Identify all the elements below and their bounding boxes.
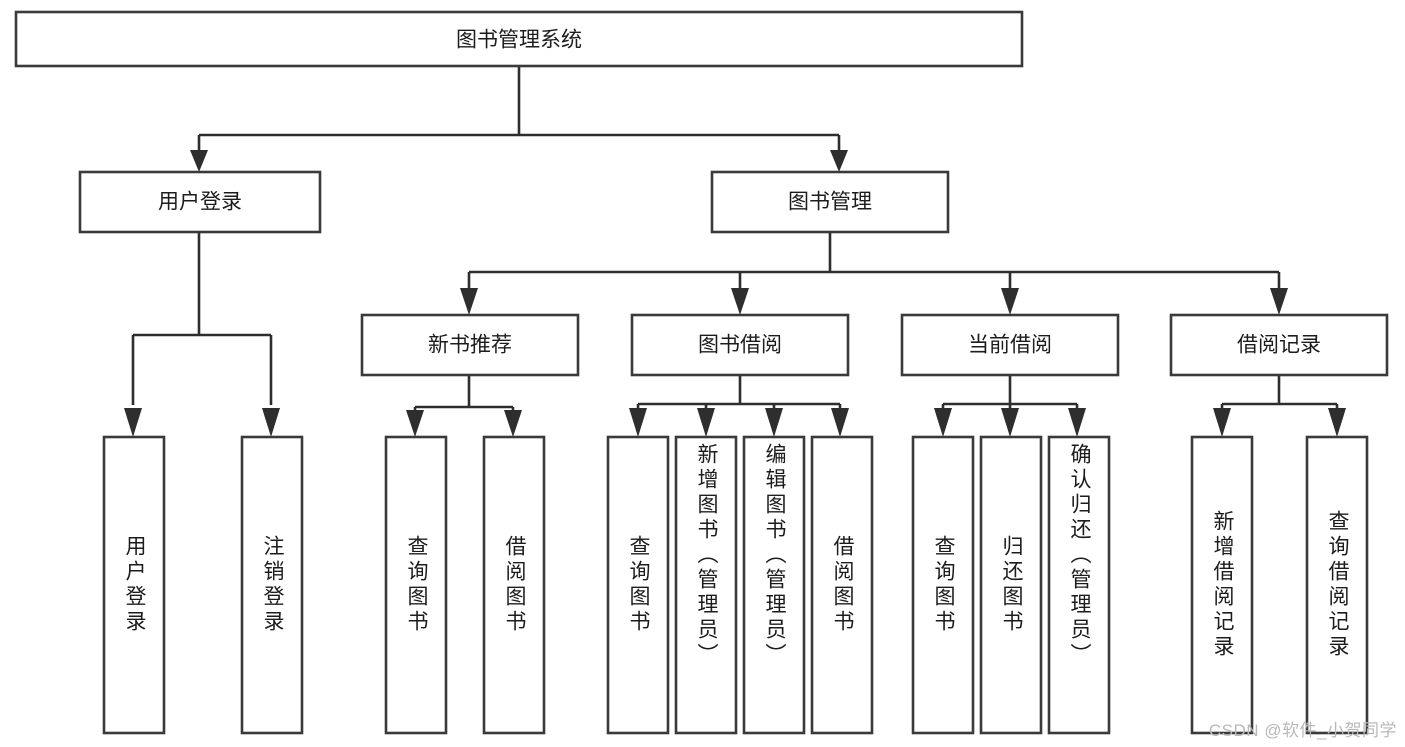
leaf-label-wrap-borrow-book-2: 借阅图书 (812, 437, 872, 733)
leaf-label-wrap-add-borrow-record: 新增借阅记录 (1192, 437, 1252, 733)
leaf-box-edit-book-admin[interactable] (742, 435, 806, 735)
arrow-to-leaf-query-book-1 (406, 410, 424, 437)
leaf-label-query-book-2: 查询图书 (627, 535, 650, 635)
leaf-box-user-login[interactable] (102, 435, 166, 735)
leaf-label-confirm-return-admin: 确认归还（管理员） (1068, 443, 1091, 668)
connector-root-bus (197, 66, 841, 160)
connector-userlogin-bus (131, 232, 273, 405)
csdn-watermark: CSDN @软件_小贺同学 (1208, 721, 1397, 740)
leaf-box-query-book-2[interactable] (606, 435, 670, 735)
arrow-to-leaf-edit-book (765, 408, 783, 437)
leaf-label-wrap-query-book-1: 查询图书 (386, 437, 446, 733)
book-management-label: 图书管理 (788, 191, 872, 214)
arrow-to-leaf-logout (262, 408, 280, 437)
connectors-layer (124, 66, 1346, 437)
node-new-book-recommend[interactable]: 新书推荐 (360, 313, 580, 377)
leaf-box-query-book-3[interactable] (911, 435, 975, 735)
leaf-label-wrap-borrow-book-1: 借阅图书 (484, 437, 544, 733)
leaf-label-wrap-user-login: 用户登录 (104, 437, 164, 733)
arrow-to-book-borrow (731, 288, 749, 315)
arrow-to-leaf-add-record (1213, 408, 1231, 437)
new-book-recommend-box[interactable] (360, 313, 580, 377)
leaf-label-wrap-query-borrow-record: 查询借阅记录 (1307, 437, 1367, 733)
arrow-to-leaf-query-book-3 (934, 408, 952, 437)
leaf-label-logout: 注销登录 (261, 535, 284, 635)
borrow-record-label: 借阅记录 (1237, 334, 1321, 357)
leaf-label-add-borrow-record: 新增借阅记录 (1211, 510, 1234, 660)
leaf-label-query-borrow-record: 查询借阅记录 (1326, 510, 1349, 660)
arrow-to-borrow-record (1270, 288, 1288, 315)
book-borrow-label: 图书借阅 (698, 334, 782, 357)
node-user-login[interactable]: 用户登录 (78, 170, 322, 234)
connector-currentborrow-bus (941, 375, 1079, 410)
connector-bookborrow-bus (636, 375, 842, 410)
book-borrow-box[interactable] (630, 313, 850, 377)
root-box[interactable] (14, 10, 1024, 68)
arrow-to-current-borrow (1001, 288, 1019, 315)
current-borrow-label: 当前借阅 (968, 334, 1052, 357)
leaf-label-wrap-return-book: 归还图书 (981, 437, 1041, 733)
node-current-borrow[interactable]: 当前借阅 (900, 313, 1120, 377)
node-book-borrow[interactable]: 图书借阅 (630, 313, 850, 377)
leaf-label-borrow-book-1: 借阅图书 (503, 535, 526, 635)
leaf-box-add-borrow-record[interactable] (1190, 435, 1254, 735)
node-root-book-management-system[interactable]: 图书管理系统 (14, 10, 1024, 68)
arrow-to-leaf-user-login (124, 408, 142, 437)
leaf-label-user-login: 用户登录 (123, 535, 146, 635)
arrow-to-leaf-query-book-2 (629, 408, 647, 437)
leaf-label-wrap-add-book-admin: 新增图书（管理员） (676, 443, 736, 727)
arrow-to-leaf-return-book (1001, 408, 1019, 437)
borrow-record-box[interactable] (1169, 313, 1389, 377)
leaf-label-return-book: 归还图书 (1000, 535, 1023, 635)
current-borrow-box[interactable] (900, 313, 1120, 377)
connector-bookmanage-bus (467, 232, 1281, 290)
leaf-label-wrap-query-book-2: 查询图书 (608, 437, 668, 733)
leaf-label-wrap-logout: 注销登录 (242, 437, 302, 733)
leaf-box-confirm-return-admin[interactable] (1047, 435, 1111, 735)
leaf-label-query-book-3: 查询图书 (932, 535, 955, 635)
leaf-box-borrow-book-2[interactable] (810, 435, 874, 735)
node-borrow-record[interactable]: 借阅记录 (1169, 313, 1389, 377)
book-management-box[interactable] (710, 170, 950, 234)
user-login-label: 用户登录 (158, 191, 242, 214)
leaf-label-add-book-admin: 新增图书（管理员） (695, 443, 718, 668)
connector-newbook-bus (413, 375, 515, 412)
arrow-to-book-manage (830, 150, 848, 172)
leaf-box-add-book-admin[interactable] (674, 435, 738, 735)
leaf-label-borrow-book-2: 借阅图书 (831, 535, 854, 635)
arrow-to-new-book-recommend (460, 288, 478, 315)
leaf-box-query-borrow-record[interactable] (1305, 435, 1369, 735)
leaf-label-wrap-edit-book-admin: 编辑图书（管理员） (744, 443, 804, 727)
leaf-box-logout[interactable] (240, 435, 304, 735)
leaf-boxes-layer (102, 435, 1369, 735)
arrow-to-user-login (190, 150, 208, 172)
connector-borrowrecord-bus (1220, 375, 1339, 410)
leaf-label-wrap-confirm-return-admin: 确认归还（管理员） (1049, 443, 1109, 727)
arrow-to-leaf-borrow-book-1 (504, 410, 522, 437)
leaf-box-query-book-1[interactable] (384, 435, 448, 735)
leaf-label-query-book-1: 查询图书 (405, 535, 428, 635)
arrow-to-leaf-confirm-return (1068, 408, 1086, 437)
leaf-box-borrow-book-1[interactable] (482, 435, 546, 735)
arrow-to-leaf-borrow-book-2 (831, 408, 849, 437)
node-book-management[interactable]: 图书管理 (710, 170, 950, 234)
user-login-box[interactable] (78, 170, 322, 234)
arrow-to-leaf-query-record (1328, 408, 1346, 437)
arrow-to-leaf-add-book (697, 408, 715, 437)
leaf-box-return-book[interactable] (979, 435, 1043, 735)
new-book-recommend-label: 新书推荐 (428, 334, 512, 357)
root-label: 图书管理系统 (456, 29, 582, 52)
leaf-label-edit-book-admin: 编辑图书（管理员） (763, 443, 786, 668)
leaf-label-wrap-query-book-3: 查询图书 (913, 437, 973, 733)
